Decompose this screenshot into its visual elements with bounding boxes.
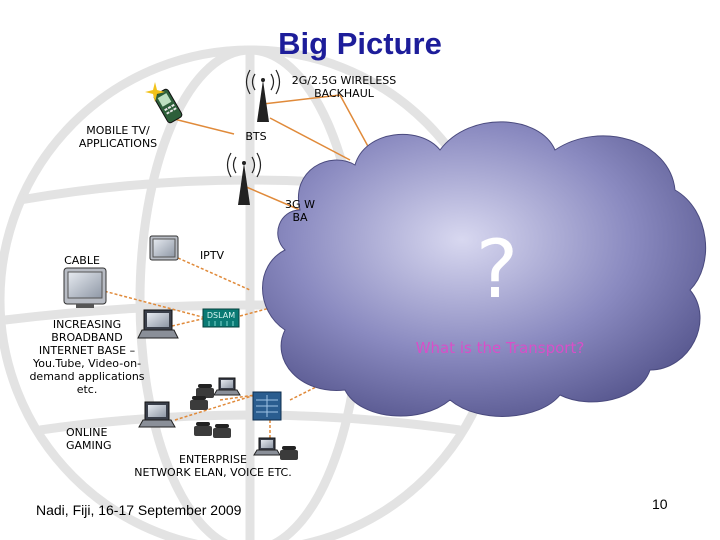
tv-icon [63,267,107,308]
tv-icon [149,235,179,261]
switch-icon [252,391,282,421]
footer-location-date: Nadi, Fiji, 16-17 September 2009 [36,502,242,518]
ip-phone-icon [213,424,231,438]
sparkle-icon [145,82,165,102]
ip-phone-icon [194,422,212,436]
ip-phone-icon [280,446,298,460]
ip-phone-icon [190,396,208,410]
label-dslam: DSLAM [206,311,236,320]
network-links [169,94,371,211]
transport-cloud [262,121,707,417]
label-broadband: INCREASING BROADBAND INTERNET BASE – You… [29,318,145,396]
label-iptv: IPTV [199,249,225,262]
ip-phone-icon [196,384,214,398]
label-enterprise: ENTERPRISE NETWORK ELAN, VOICE ETC. [134,453,292,479]
page-number: 10 [652,496,668,512]
antenna-icon [245,69,281,122]
slide-title: Big Picture [278,26,442,61]
label-3g-wireless: 3G W BA [285,198,315,224]
label-online-gaming: ONLINE GAMING [66,426,112,452]
question-mark: ? [475,223,519,316]
laptop-icon [137,309,179,339]
label-bts: BTS [245,130,267,143]
antenna-icon [226,152,262,205]
dslam-icon [202,308,240,328]
label-mobile-tv: MOBILE TV/ APPLICATIONS [78,124,158,150]
label-cable: CABLE [64,254,100,267]
mobile-phone-icon [153,88,183,124]
laptop-icon [138,401,176,428]
laptop-icon [213,377,241,396]
transport-question: What is the Transport? [415,339,585,357]
label-wireless-backhaul: 2G/2.5G WIRELESS BACKHAUL [291,74,397,100]
